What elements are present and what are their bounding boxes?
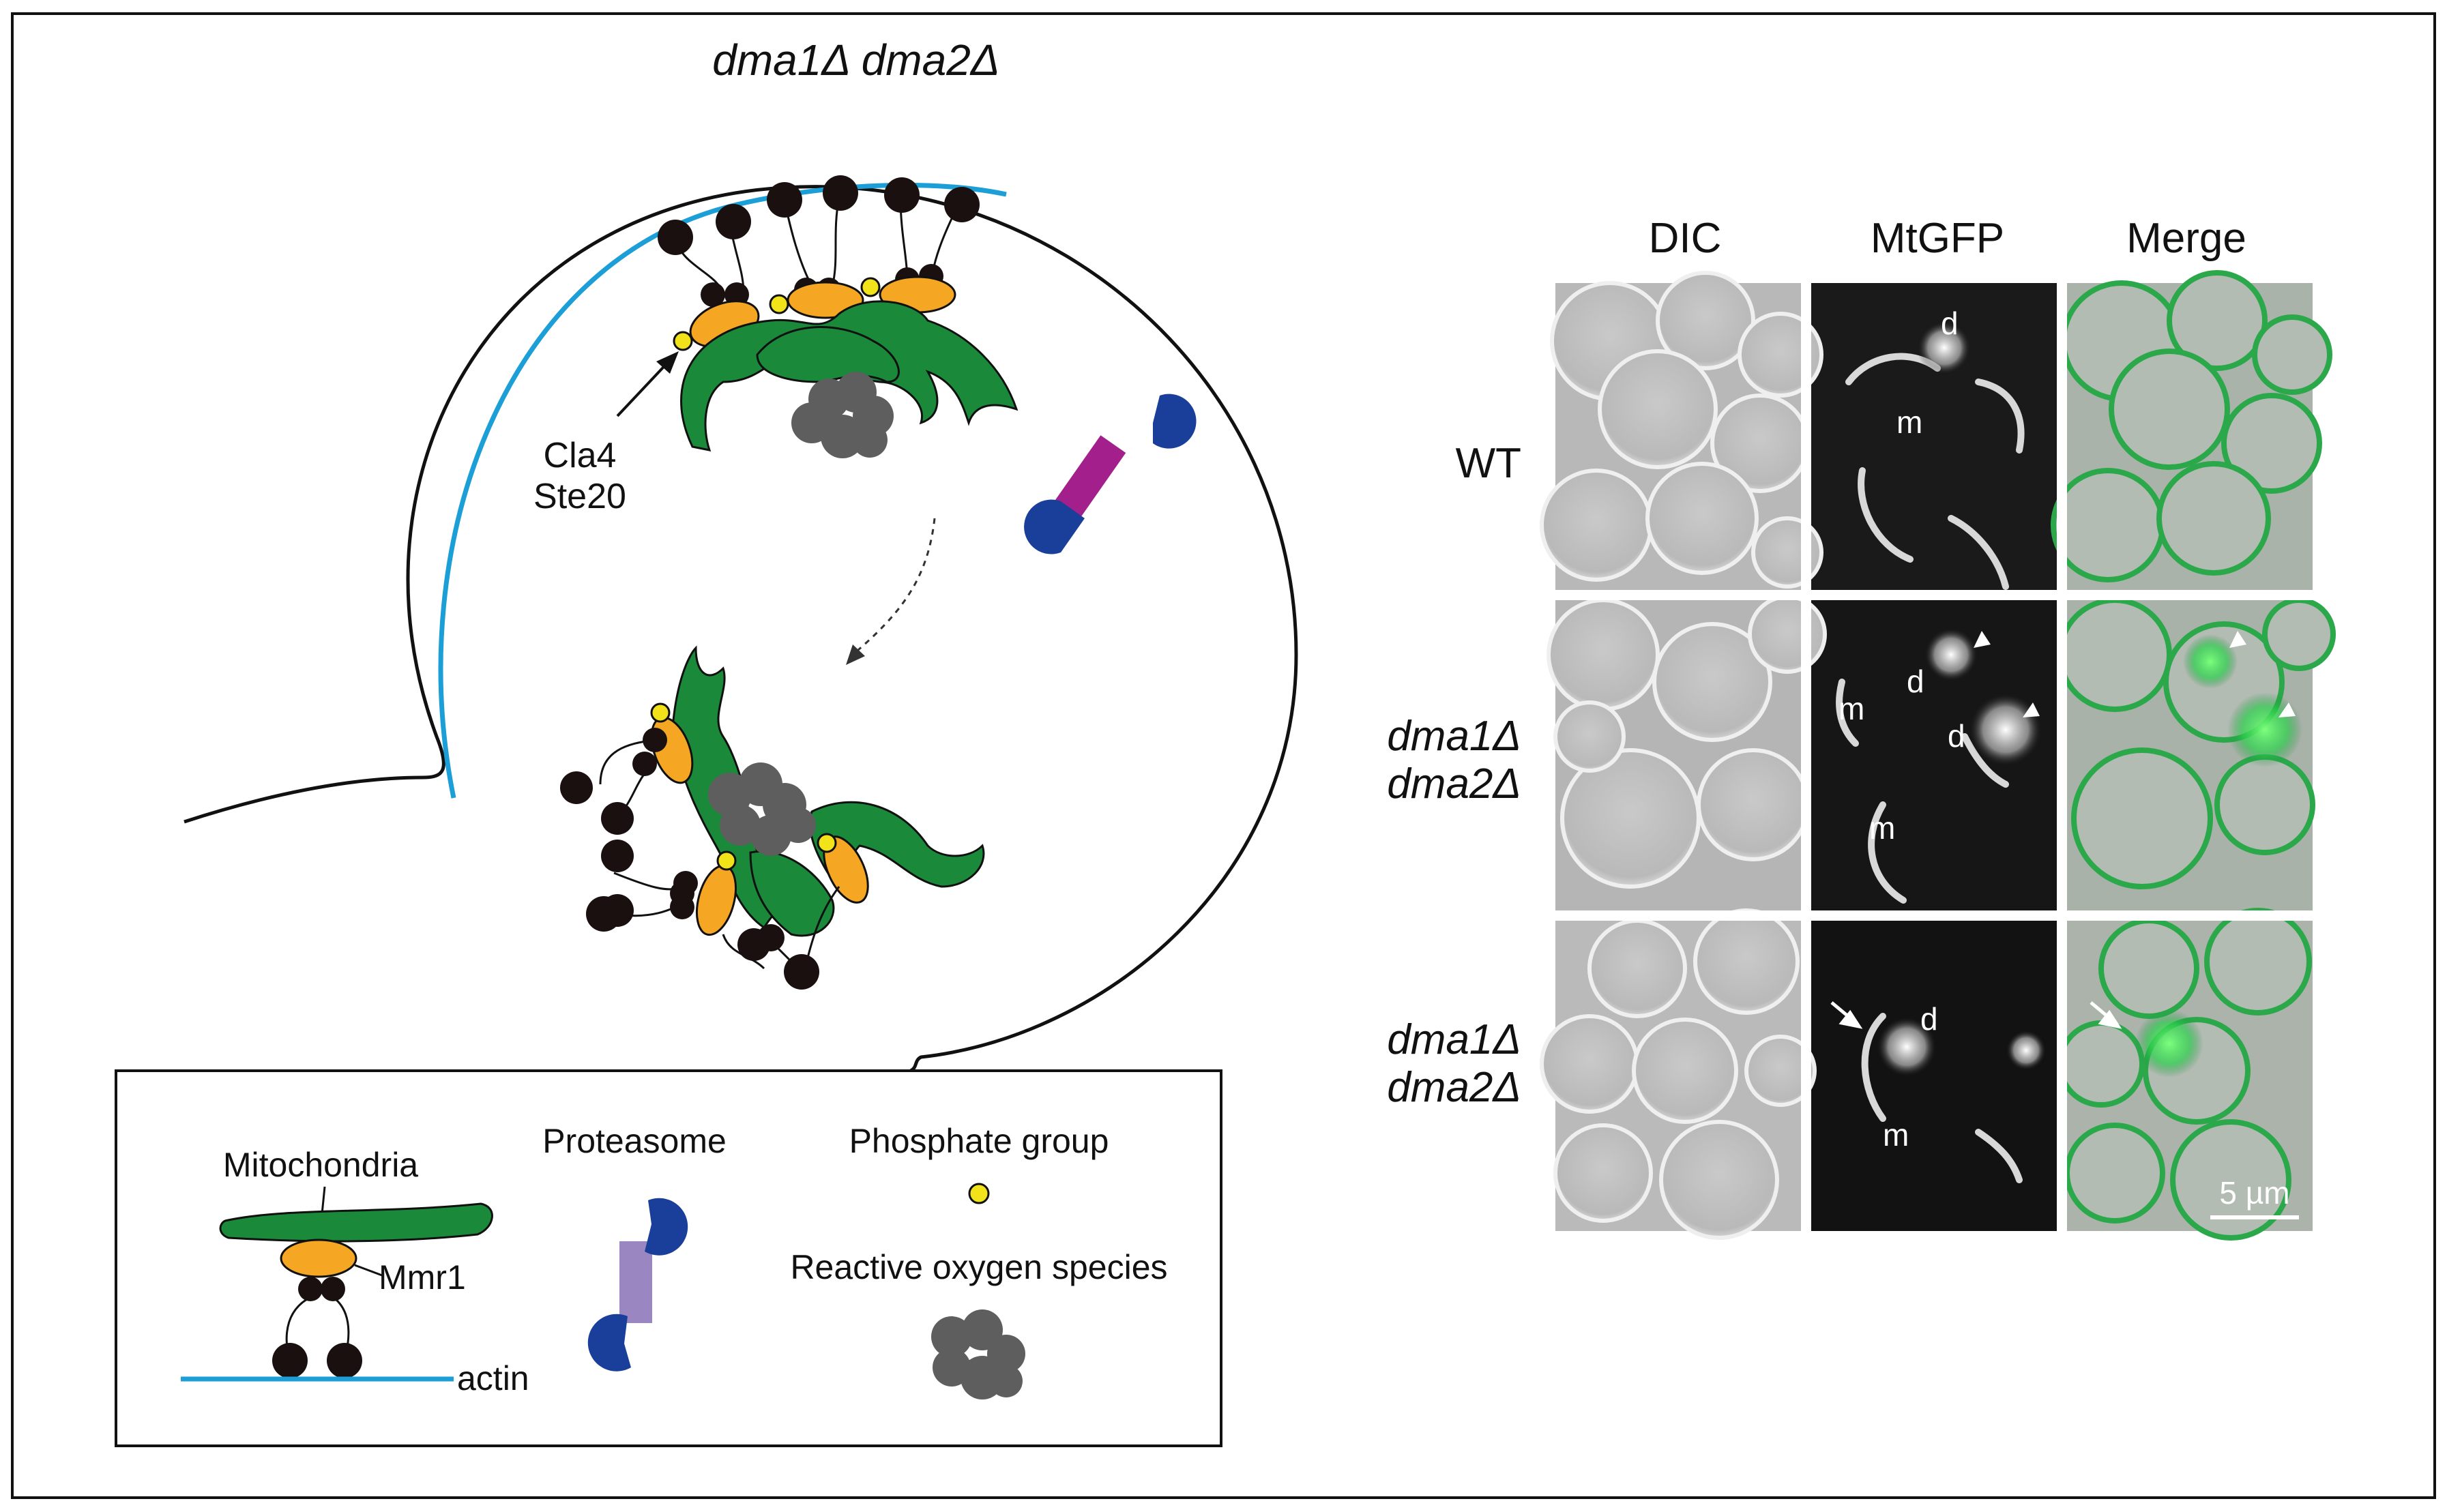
mitochondria-top-inner	[756, 326, 900, 383]
kinase-pointer-arrow	[616, 357, 673, 417]
row-label-3-line1: dma1Δ	[1387, 1016, 1521, 1063]
legend-mmr1-label: Mmr1	[379, 1258, 466, 1296]
mark-r2-m1: m	[1838, 691, 1864, 726]
kinase-label-ste20: Ste20	[533, 477, 626, 516]
scale-bar-label: 5 µm	[2219, 1175, 2289, 1211]
proteasome-active	[1024, 394, 1197, 554]
transition-arrow	[852, 518, 936, 656]
mark-r2-m2: m	[1869, 810, 1895, 846]
mark-r3-m: m	[1883, 1117, 1909, 1153]
myosin-heads-lower	[560, 728, 819, 990]
legend-mmr1-pointer	[354, 1264, 383, 1277]
panel-separators	[1555, 283, 2313, 1231]
legend-phosphate-label: Phosphate group	[849, 1122, 1109, 1160]
mark-r1-m: m	[1896, 404, 1922, 440]
mark-r1-d: d	[1941, 306, 1959, 341]
merge-cells	[2051, 270, 2336, 1241]
transition-arrowhead	[846, 644, 865, 665]
kinase-pointer-arrowhead	[656, 351, 679, 374]
mark-r2-d1: d	[1907, 664, 1924, 699]
row-label-wt: WT	[1456, 440, 1521, 487]
legend-proteasome-label: Proteasome	[542, 1122, 727, 1160]
legend-ros-label: Reactive oxygen species	[790, 1248, 1167, 1286]
legend-mitochondria-label: Mitochondria	[223, 1146, 418, 1184]
gfp-bright-spots	[1876, 321, 2047, 1078]
legend-mmr1-shape	[280, 1239, 357, 1278]
column-header-mtgfp: MtGFP	[1871, 215, 2004, 262]
legend-actin-label: actin	[457, 1359, 529, 1397]
column-header-dic: DIC	[1649, 215, 1722, 262]
phosphates-lower	[650, 702, 837, 871]
phosphates-top	[673, 277, 881, 351]
diagram-title: dma1Δ dma2Δ	[712, 35, 999, 85]
legend-phosphate-shape	[968, 1183, 990, 1204]
mark-r2-d2: d	[1948, 718, 1965, 754]
ros-lower	[708, 762, 816, 856]
row-label-2-line2: dma2Δ	[1387, 760, 1521, 807]
figure-frame	[11, 12, 2436, 1499]
ros-top	[791, 372, 894, 458]
column-header-merge: Merge	[2126, 215, 2246, 262]
panel-gfp-dma-2	[1811, 921, 2057, 1231]
annotation-labels: d m m d d m d m	[1838, 306, 1965, 1153]
legend-myosin	[272, 1277, 362, 1378]
legend-proteasome-shape	[587, 1198, 688, 1372]
mark-r3-d: d	[1920, 1001, 1938, 1037]
row-label-2-line1: dma1Δ	[1387, 713, 1521, 760]
legend-ros-shape	[931, 1309, 1025, 1399]
legend-mitochondria-shape	[219, 1202, 493, 1243]
kinase-label-cla4: Cla4	[544, 436, 617, 475]
gfp-signals	[1836, 353, 2025, 1183]
arrow-markers	[1830, 1001, 2122, 1029]
arrowhead-markers	[1974, 631, 2296, 717]
row-label-3-line2: dma2Δ	[1387, 1064, 1521, 1111]
